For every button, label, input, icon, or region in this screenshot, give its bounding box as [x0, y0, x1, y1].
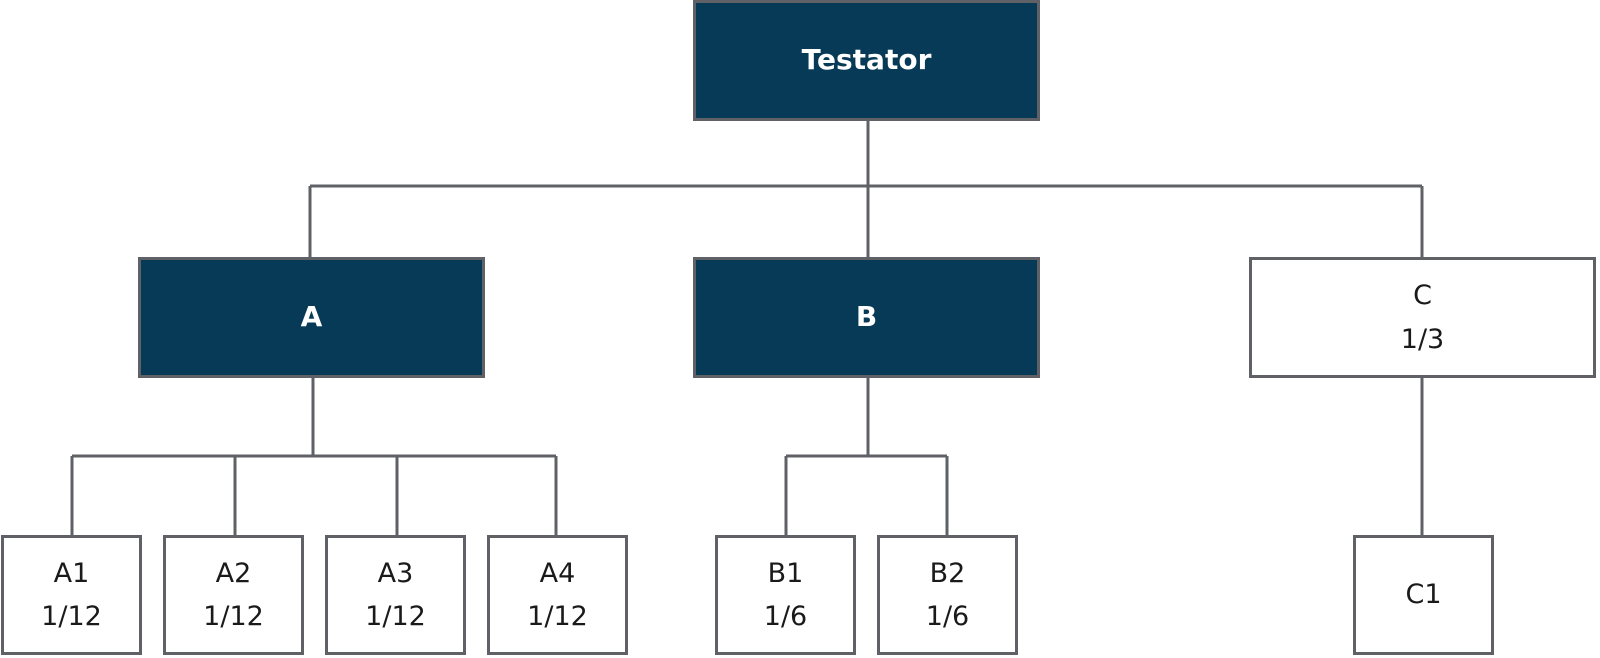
- node-a1-label: A1: [53, 557, 90, 589]
- node-b1: B1 1/6: [715, 535, 856, 655]
- node-c1-label: C1: [1405, 579, 1442, 611]
- node-a3: A3 1/12: [325, 535, 466, 655]
- node-a1: A1 1/12: [1, 535, 142, 655]
- node-a4-label: A4: [539, 557, 576, 589]
- node-a: A: [138, 257, 485, 378]
- node-a1-share: 1/12: [41, 601, 102, 632]
- node-testator-label: Testator: [801, 43, 932, 77]
- node-b2-label: B2: [929, 557, 966, 589]
- node-b1-label: B1: [767, 557, 804, 589]
- node-a3-share: 1/12: [365, 601, 426, 632]
- node-c: C 1/3: [1249, 257, 1596, 378]
- node-b2: B2 1/6: [877, 535, 1018, 655]
- node-b1-share: 1/6: [763, 601, 808, 632]
- node-a2: A2 1/12: [163, 535, 304, 655]
- node-b2-share: 1/6: [925, 601, 970, 632]
- node-a4: A4 1/12: [487, 535, 628, 655]
- node-a2-share: 1/12: [203, 601, 264, 632]
- node-a-label: A: [300, 300, 323, 334]
- node-a4-share: 1/12: [527, 601, 588, 632]
- node-c-share: 1/3: [1400, 323, 1445, 355]
- node-testator: Testator: [693, 0, 1040, 121]
- node-c-label: C: [1413, 280, 1432, 312]
- node-a3-label: A3: [377, 557, 414, 589]
- node-b: B: [693, 257, 1040, 378]
- node-c1: C1: [1353, 535, 1494, 655]
- node-b-label: B: [855, 300, 878, 334]
- node-a2-label: A2: [215, 557, 252, 589]
